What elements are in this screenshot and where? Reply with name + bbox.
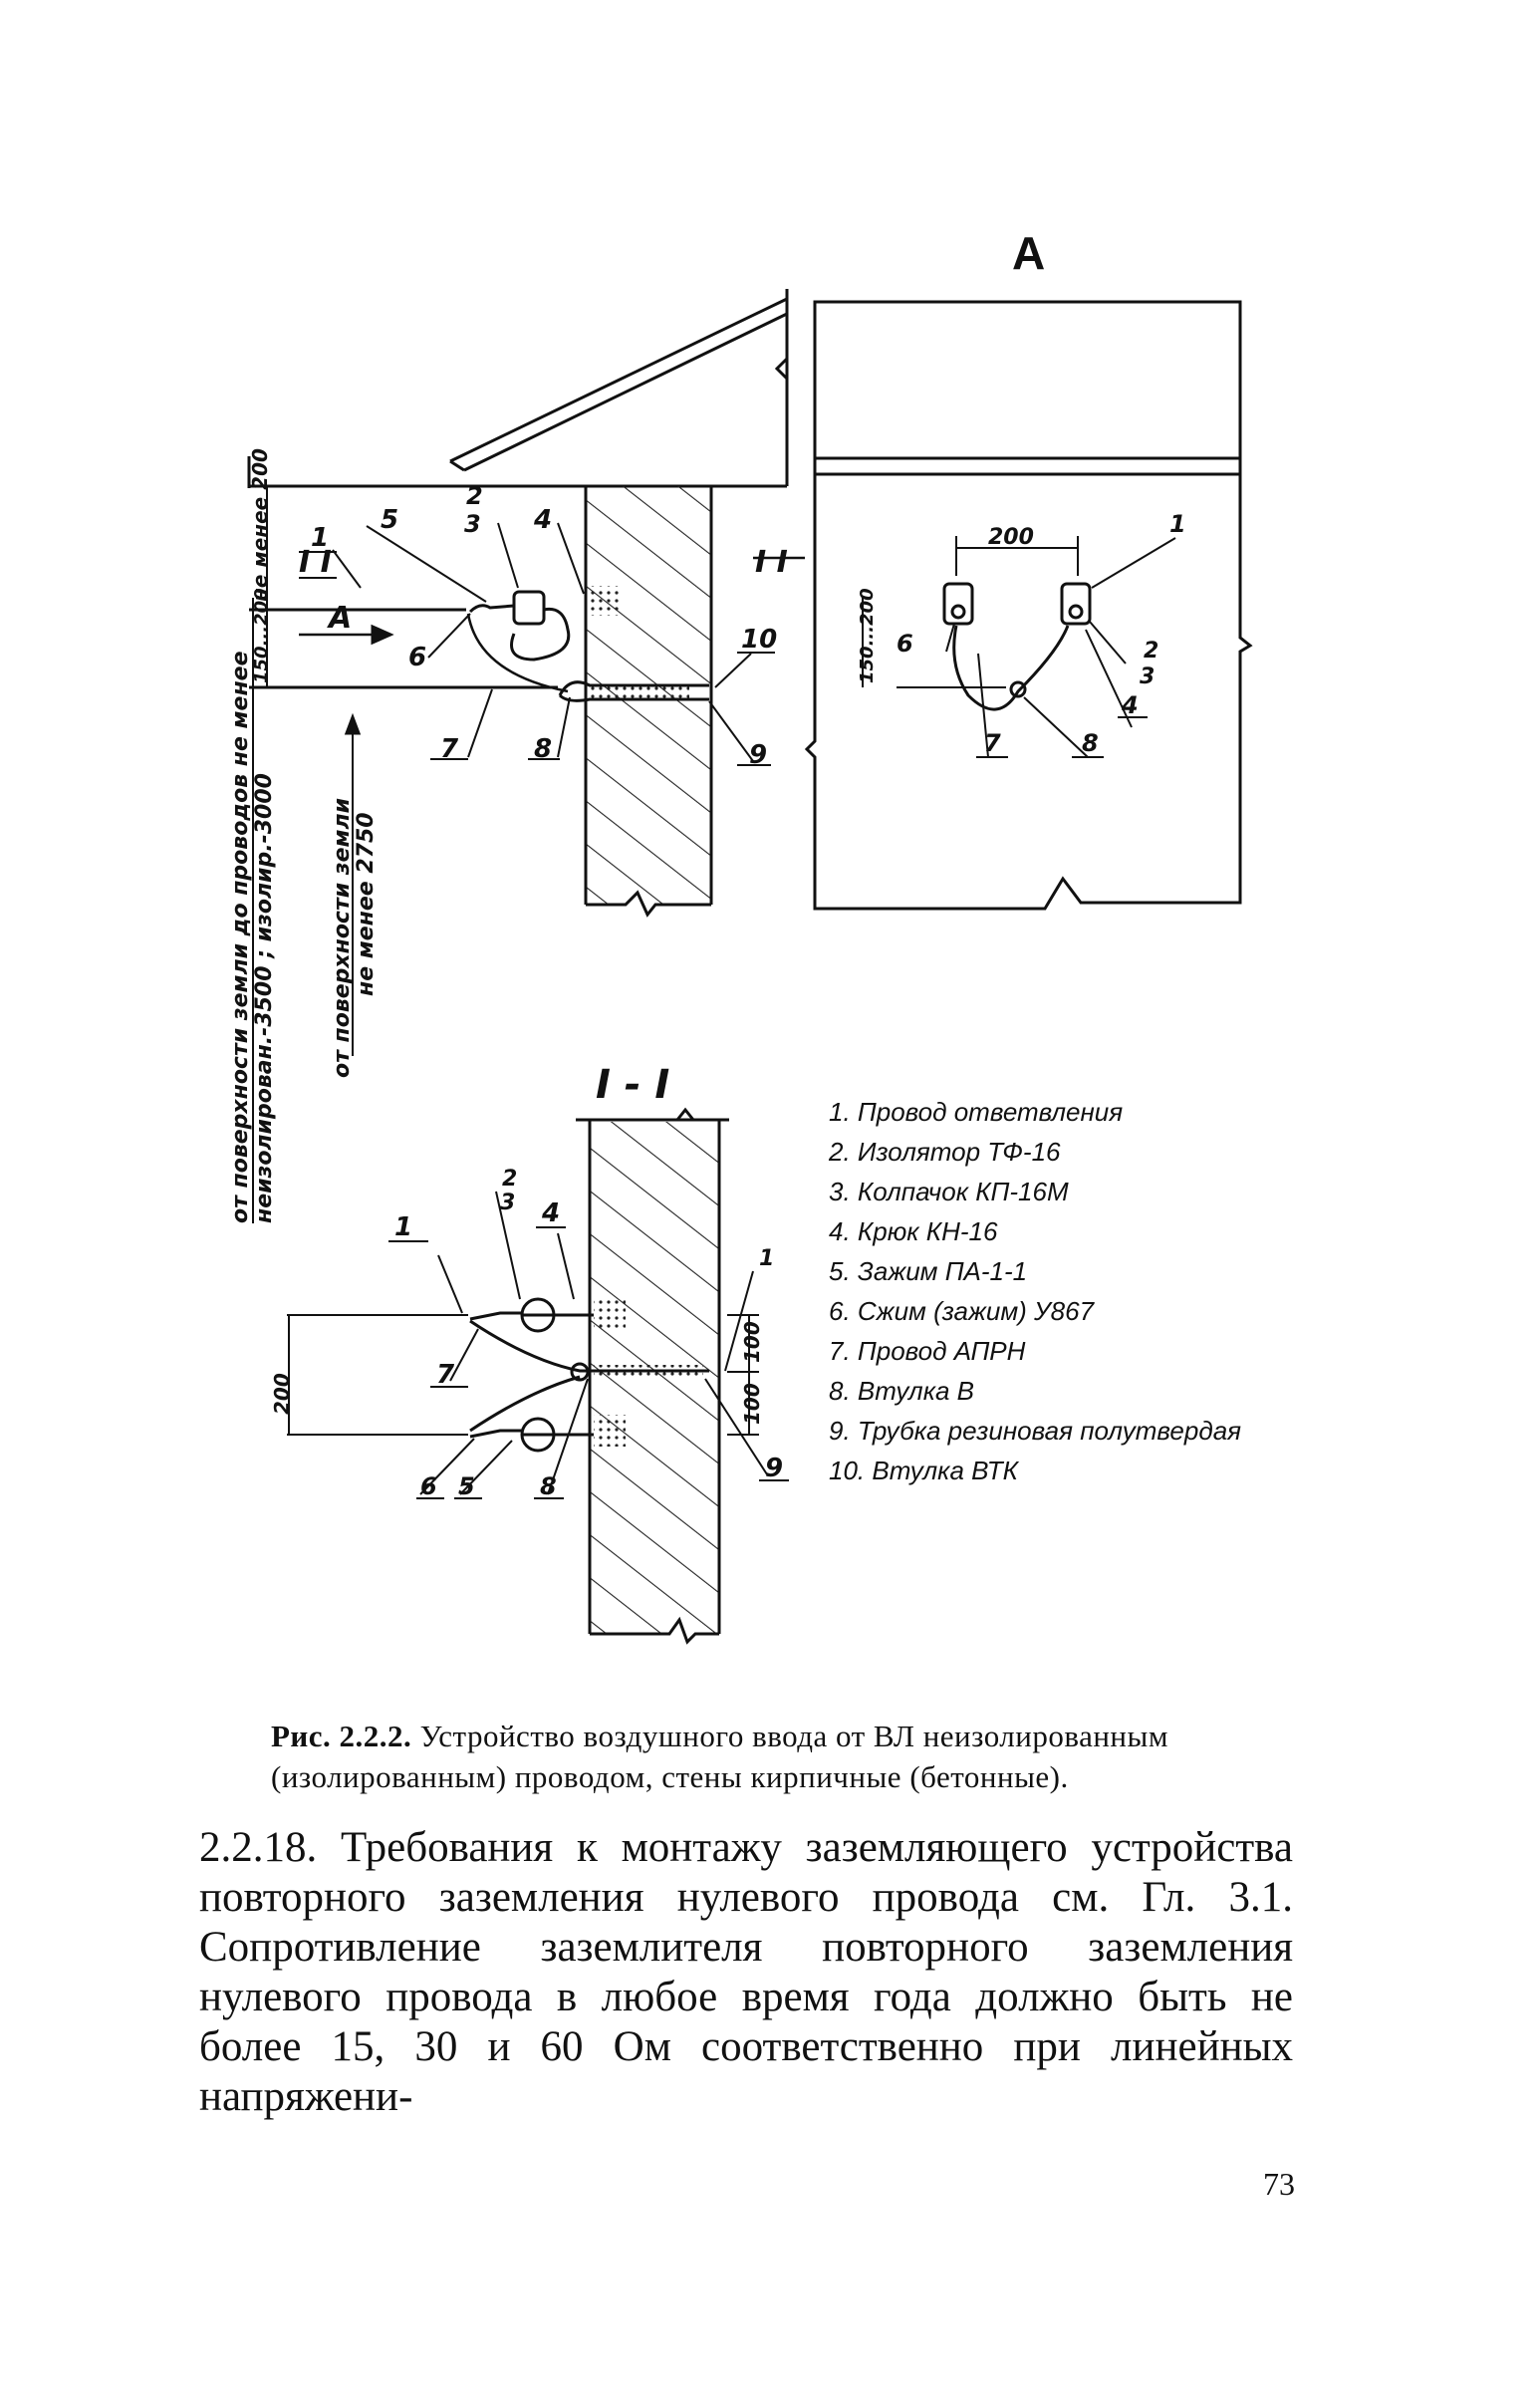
dim-min-200: не менее 200 (248, 448, 272, 602)
section-callout-8: 8 (540, 1472, 557, 1500)
section-callout-4: 4 (541, 1198, 560, 1228)
legend-item: 9. Трубка резиновая полутвердая (829, 1416, 1242, 1446)
figure-caption: Рис. 2.2.2. Устройство воздушного ввода … (271, 1716, 1297, 1797)
section-dim-100-upper: 100 (740, 1321, 764, 1363)
section-callout-2: 2 (502, 1167, 517, 1192)
section-callout-1b: 1 (759, 1246, 774, 1271)
callout-10: 10 (741, 625, 777, 655)
legend-item: 6. Сжим (зажим) У867 (829, 1296, 1095, 1326)
caption-label: Рис. 2.2.2. (271, 1719, 412, 1753)
section-mark-right: I I (755, 545, 788, 580)
dim-150-200: 150...200 (251, 588, 272, 683)
section-callout-5: 5 (458, 1472, 475, 1500)
ground-note-1: от поверхности земли до проводов не мене… (228, 651, 253, 1223)
legend-item: 1. Провод ответвления (829, 1097, 1124, 1127)
arrow-a-label: А (327, 601, 352, 636)
callout-4: 4 (533, 505, 552, 535)
callout-1: 1 (311, 523, 329, 553)
section-dim-200: 200 (270, 1373, 294, 1415)
callout-5: 5 (381, 505, 398, 535)
view-a-dim-150-200: 150...200 (857, 588, 878, 683)
legend-item: 7. Провод АПРН (829, 1336, 1026, 1366)
legend-item: 10. Втулка ВТК (829, 1456, 1018, 1485)
view-a-callout-8: 8 (1082, 729, 1099, 757)
section-callout-7: 7 (436, 1360, 455, 1390)
view-a-callout-2: 2 (1144, 639, 1158, 664)
ground-note-4: не менее 2750 (354, 812, 379, 996)
section-mark-left: I I (299, 545, 332, 580)
section-callout-3: 3 (500, 1191, 515, 1215)
body-paragraph: 2.2.18. Требования к монтажу заземляющег… (199, 1824, 1293, 2120)
view-a-callout-7: 7 (984, 729, 1001, 757)
legend-item: 5. Зажим ПА-1-1 (829, 1256, 1028, 1286)
legend-item: 4. Крюк КН-16 (829, 1216, 998, 1246)
legend-item: 8. Втулка В (829, 1376, 975, 1406)
section-callout-6: 6 (420, 1472, 437, 1500)
view-a (804, 300, 1253, 911)
callout-8: 8 (534, 734, 552, 764)
callout-2: 2 (466, 482, 483, 510)
dim-200-view-a: 200 (988, 525, 1034, 550)
view-a-callout-4: 4 (1121, 691, 1139, 719)
caption-text: Устройство воздушного ввода от ВЛ неизол… (271, 1719, 1168, 1794)
figure-legend: 1. Провод ответвления 2. Изолятор ТФ-16 … (829, 1092, 1241, 1490)
callout-3: 3 (464, 510, 481, 538)
legend-item: 3. Колпачок КП-16М (829, 1177, 1069, 1206)
ground-note-2: неизолирован.-3500 ; изолир.-3000 (252, 773, 277, 1223)
callout-7: 7 (440, 734, 459, 764)
callout-6: 6 (408, 643, 426, 672)
section-callout-1: 1 (394, 1212, 412, 1242)
page-number: 73 (1263, 2166, 1295, 2202)
view-a-callout-6: 6 (897, 630, 913, 658)
section-title: I - I (596, 1062, 669, 1108)
ground-note-3: от поверхности земли (330, 798, 355, 1078)
callout-9: 9 (749, 740, 767, 770)
view-a-callout-1: 1 (1169, 510, 1186, 538)
legend-item: 2. Изолятор ТФ-16 (829, 1137, 1061, 1167)
elevation-view (247, 289, 805, 1223)
section-callout-9: 9 (765, 1454, 783, 1483)
section-view (287, 1107, 789, 1645)
view-a-title: А (1012, 227, 1045, 279)
section-dim-100-lower: 100 (740, 1383, 764, 1425)
view-a-callout-3: 3 (1140, 664, 1155, 689)
